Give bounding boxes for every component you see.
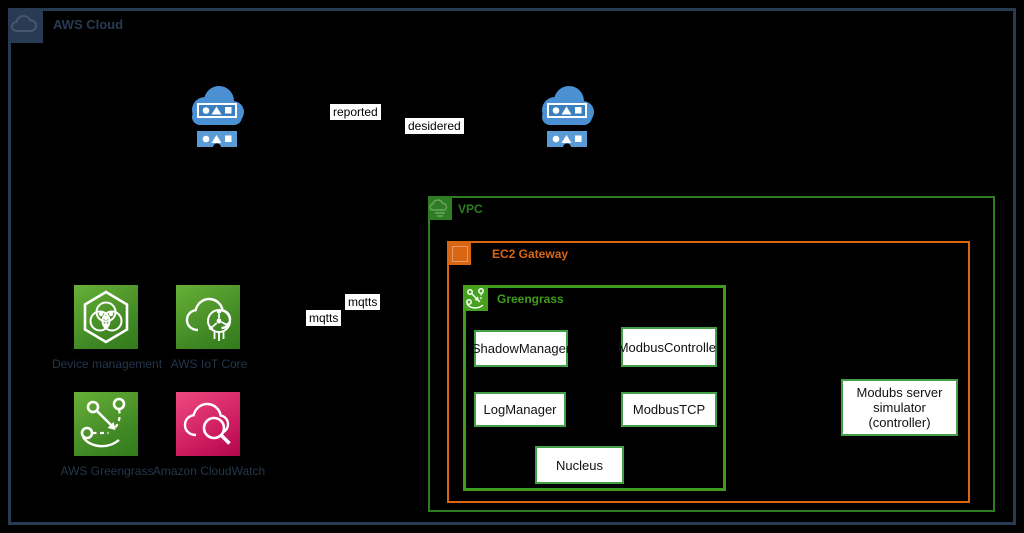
greengrass-label: Greengrass (497, 292, 564, 306)
edge-label-reported: reported (330, 104, 381, 120)
edge-label-desidered: desidered (405, 118, 464, 134)
component-shadowmanager: ShadowManager (472, 330, 570, 367)
ec2-icon (447, 241, 471, 265)
component-modubs-server-simulator: Modubs server simulator (controller) (841, 379, 958, 436)
component-nucleus: Nucleus (535, 446, 624, 484)
edge-label-mqtts: mqtts (345, 294, 381, 310)
amazon-cloudwatch-icon (176, 392, 240, 456)
iot-thing-shadow-icon (539, 83, 595, 149)
vpc-label: VPC (458, 202, 483, 216)
service-label-device-management: Device management (51, 357, 163, 371)
iot-device-management-icon (74, 285, 138, 349)
component-modbuscontroller: ModbusController (618, 327, 720, 367)
vpc-group-border (428, 196, 995, 512)
service-label-amazon-cloudwatch: Amazon CloudWatch (152, 464, 266, 478)
ec2-gateway-label: EC2 Gateway (492, 247, 569, 261)
aws-cloud-icon (8, 8, 43, 43)
greengrass-container-icon (463, 285, 488, 311)
service-label-aws-greengrass: AWS Greengrass (60, 464, 154, 478)
aws-cloud-group-border (8, 8, 1016, 525)
iot-thing-shadow-icon (189, 83, 245, 149)
component-modbustcp: ModbusTCP (621, 392, 717, 427)
iot-core-icon (176, 285, 240, 349)
service-label-aws-iot-core: AWS IoT Core (170, 357, 248, 371)
ec2-gateway-group-border (447, 241, 970, 503)
vpc-icon (428, 196, 452, 220)
greengrass-group-border (463, 285, 726, 491)
component-logmanager: LogManager (474, 392, 566, 427)
edge-label-mqtts: mqtts (306, 310, 342, 326)
aws-cloud-label: AWS Cloud (53, 17, 124, 32)
aws-greengrass-icon (74, 392, 138, 456)
